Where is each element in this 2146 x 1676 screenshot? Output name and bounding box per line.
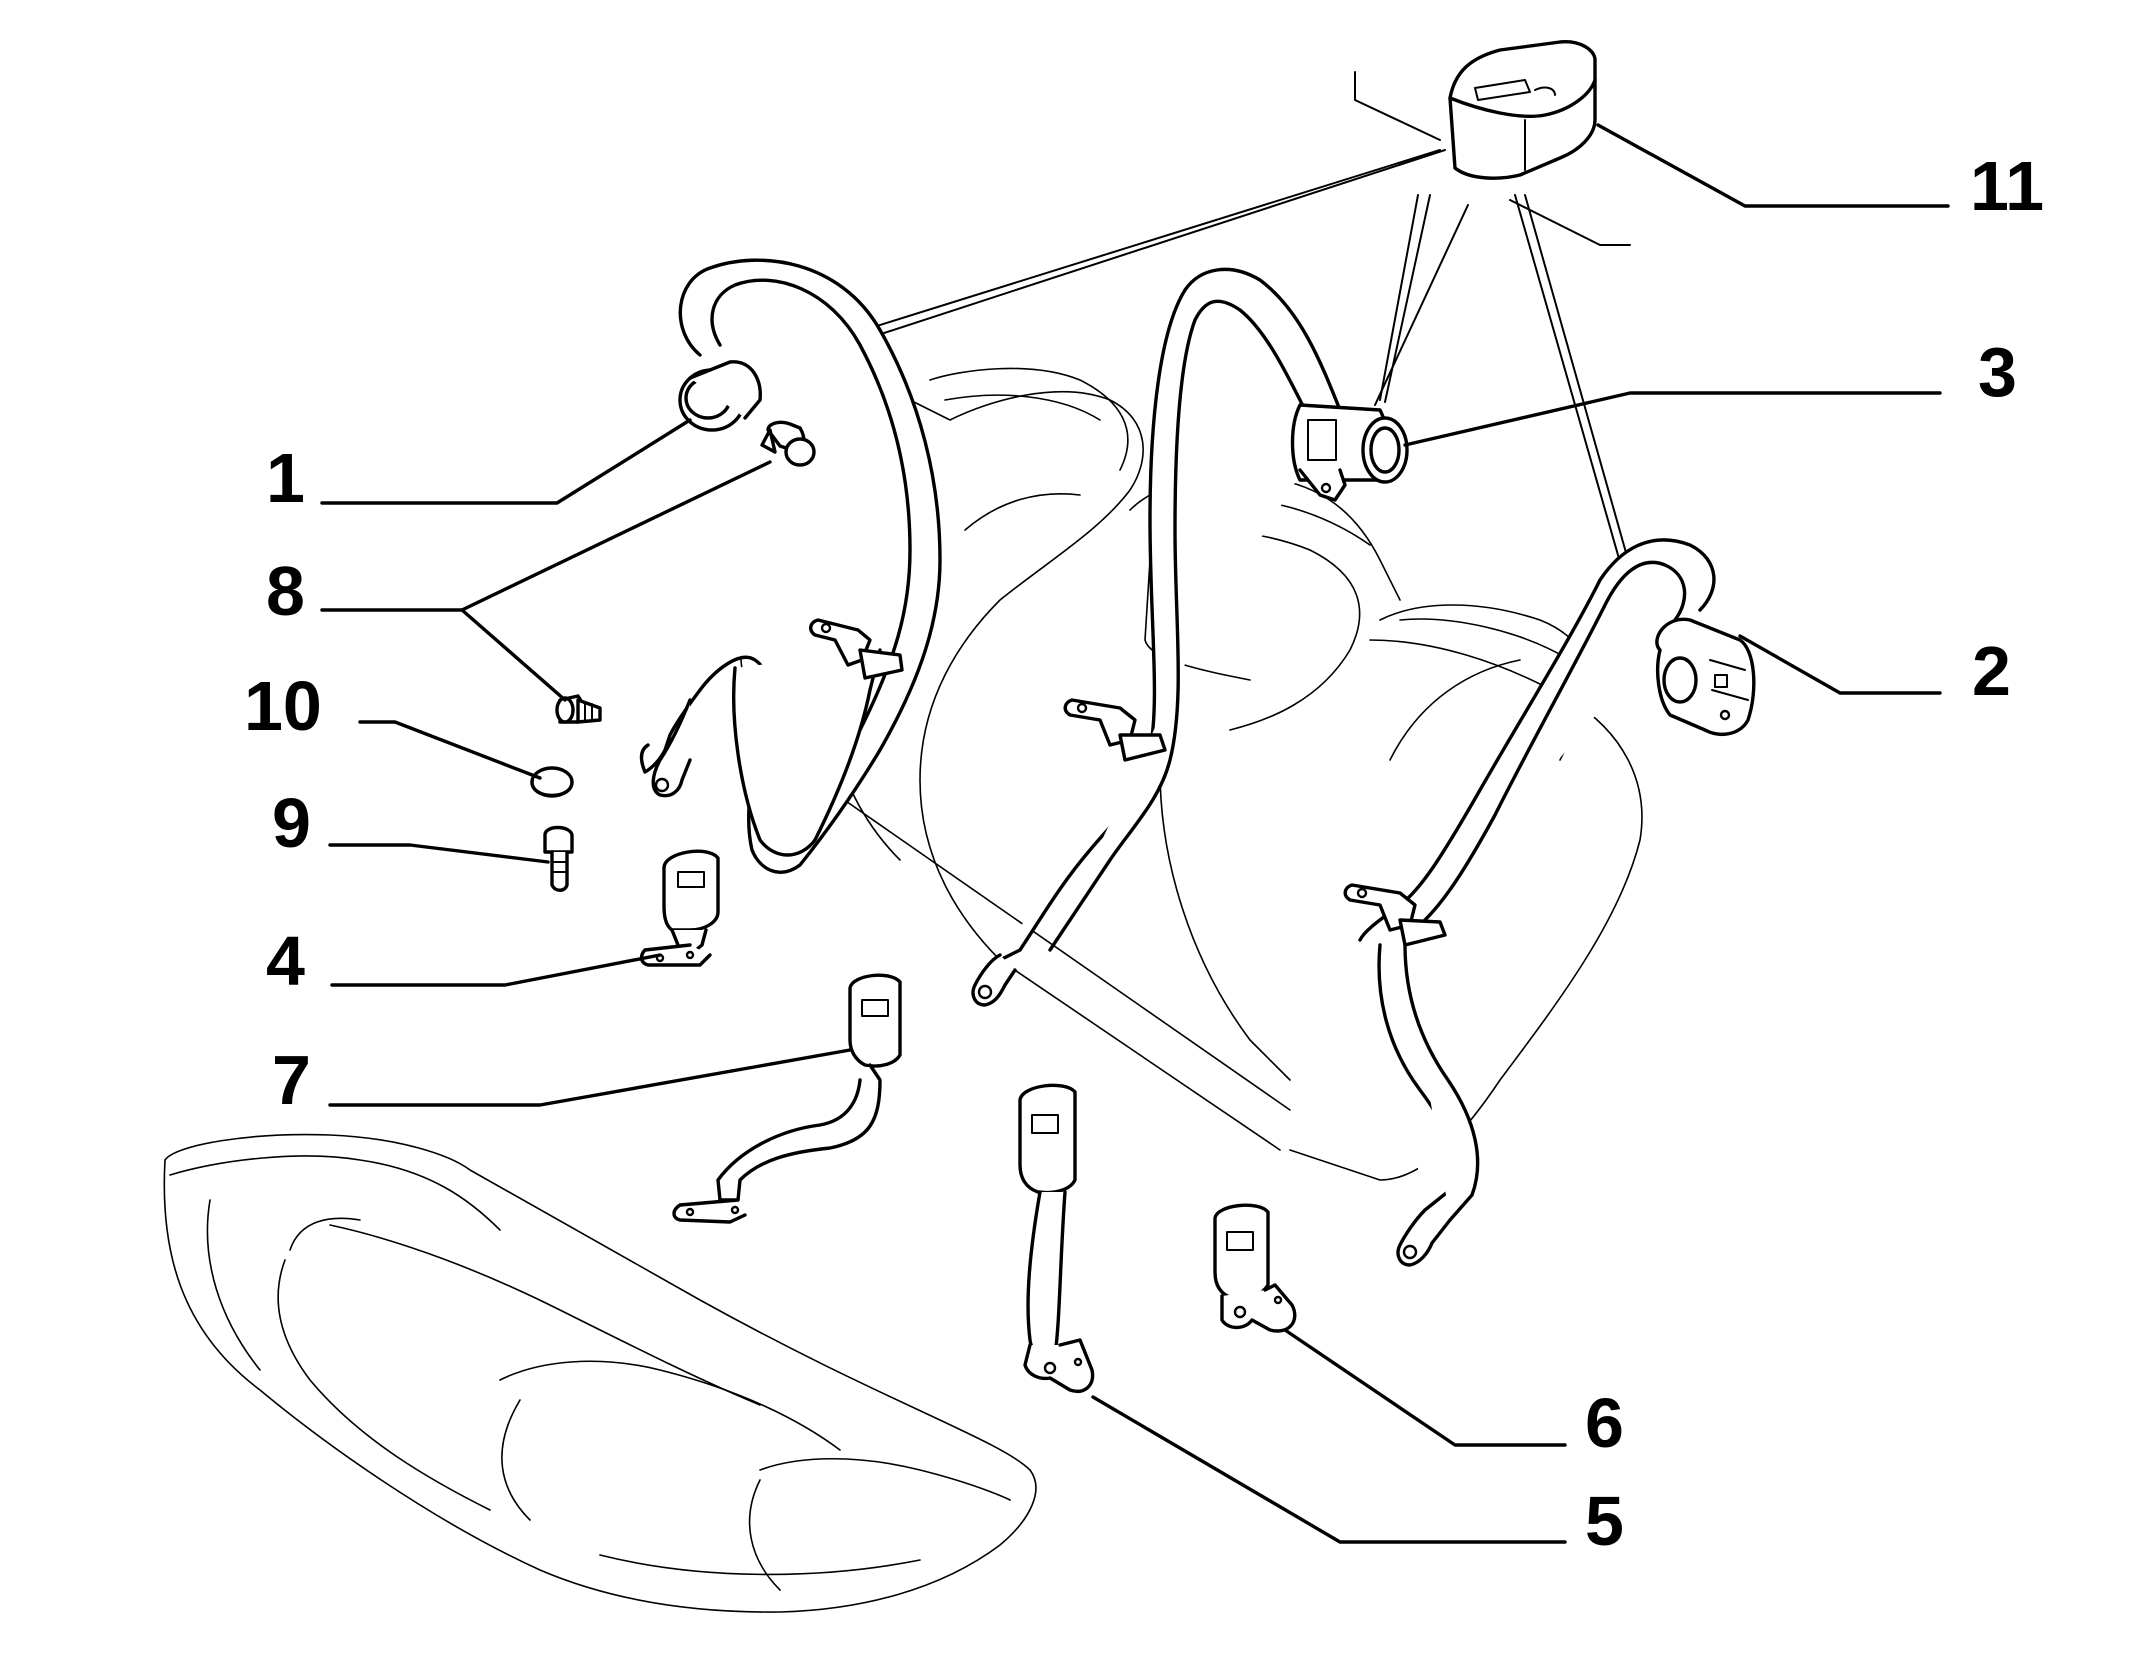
callout-labels: 1 8 10 9 4 7 11 3 2 6 5 — [244, 147, 2044, 1560]
callout-3: 3 — [1978, 333, 2017, 411]
callout-6: 6 — [1585, 1384, 1624, 1462]
callout-8: 8 — [266, 552, 305, 630]
leader-lines — [320, 123, 1950, 1544]
part-9-bolt — [543, 825, 574, 892]
callout-1: 1 — [266, 439, 305, 517]
callout-7: 7 — [272, 1041, 311, 1119]
callout-11: 11 — [1970, 147, 2044, 225]
part-5-buckle-belt — [1018, 1083, 1095, 1393]
part-3-middle-retractor-belt — [971, 267, 1409, 1007]
callout-9: 9 — [272, 784, 311, 862]
part-4-buckle — [639, 849, 720, 967]
callout-5: 5 — [1585, 1482, 1624, 1560]
part-10-cap — [530, 766, 574, 798]
reference-lines — [719, 71, 1646, 626]
callout-2: 2 — [1972, 632, 2011, 710]
part-1-left-retractor-belt — [639, 258, 942, 874]
part-6-buckle — [1213, 1203, 1297, 1333]
part-7-buckle-belt — [672, 973, 902, 1224]
part-2-right-retractor-belt — [1343, 538, 1756, 1267]
rear-seat-cushion — [163, 1133, 1037, 1613]
part-11-bracket-box — [1448, 40, 1597, 180]
callout-10: 10 — [244, 667, 322, 745]
callout-4: 4 — [266, 922, 305, 1000]
part-8-bolts — [555, 420, 816, 724]
